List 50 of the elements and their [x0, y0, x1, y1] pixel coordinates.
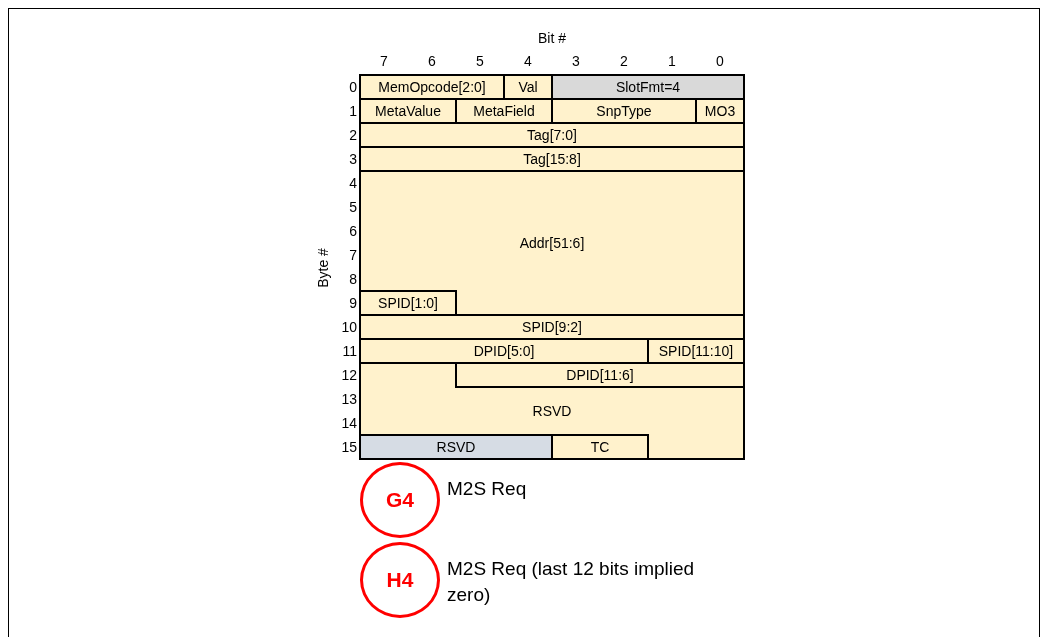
byte-number: 2	[349, 127, 357, 143]
bit-number: 2	[620, 53, 628, 69]
byte-number: 4	[349, 175, 357, 191]
marker-circle	[360, 542, 440, 618]
field-name: MetaValue	[375, 103, 441, 119]
description-text: M2S Req (last 12 bits implied zero)	[447, 557, 696, 607]
byte-number: 8	[349, 271, 357, 287]
field-name: Tag[7:0]	[527, 127, 577, 143]
bit-number: 4	[524, 53, 532, 69]
byte-number: 12	[341, 367, 357, 383]
byte-number: 13	[341, 391, 357, 407]
field-name: TC	[590, 439, 610, 455]
field-name: MO3	[704, 103, 736, 119]
byte-number: 11	[342, 343, 357, 359]
field-name: SPID[11:10]	[658, 343, 734, 359]
bit-number: 0	[716, 53, 724, 69]
byte-number: 10	[341, 319, 357, 335]
marker-circle	[360, 462, 440, 538]
field-name: DPID[11:6]	[566, 367, 634, 383]
byte-number: 0	[349, 79, 357, 95]
field-name: RSVD	[532, 403, 572, 419]
field-name: SlotFmt=4	[615, 79, 681, 95]
field-name: SPID[9:2]	[522, 319, 582, 335]
marker-code: H4	[386, 568, 414, 592]
marker-code: G4	[386, 488, 414, 512]
bit-number: 1	[668, 53, 676, 69]
byte-number: 6	[349, 223, 357, 239]
field-name: MemOpcode[2:0]	[378, 79, 486, 95]
field-name: DPID[5:0]	[473, 343, 535, 359]
field-name: MetaField	[473, 103, 535, 119]
bit-number: 5	[476, 53, 484, 69]
byte-number: 3	[349, 151, 357, 167]
field-name: Val	[518, 79, 538, 95]
byte-number: 9	[349, 295, 357, 311]
axis-title: Byte #	[315, 248, 331, 288]
bit-number: 6	[428, 53, 436, 69]
field-name: Tag[15:8]	[523, 151, 581, 167]
field-name: SPID[1:0]	[378, 295, 438, 311]
field-name: RSVD	[436, 439, 476, 455]
byte-number: 1	[349, 103, 357, 119]
byte-number: 15	[341, 439, 357, 455]
field-name: SnpType	[596, 103, 652, 119]
description-text: M2S Req	[447, 477, 528, 501]
bit-number: 3	[572, 53, 580, 69]
axis-title: Bit #	[538, 30, 566, 46]
byte-number: 5	[349, 199, 357, 215]
byte-number: 7	[349, 247, 357, 263]
field-name: Addr[51:6]	[519, 235, 585, 251]
byte-number: 14	[341, 415, 357, 431]
bit-number: 7	[380, 53, 388, 69]
